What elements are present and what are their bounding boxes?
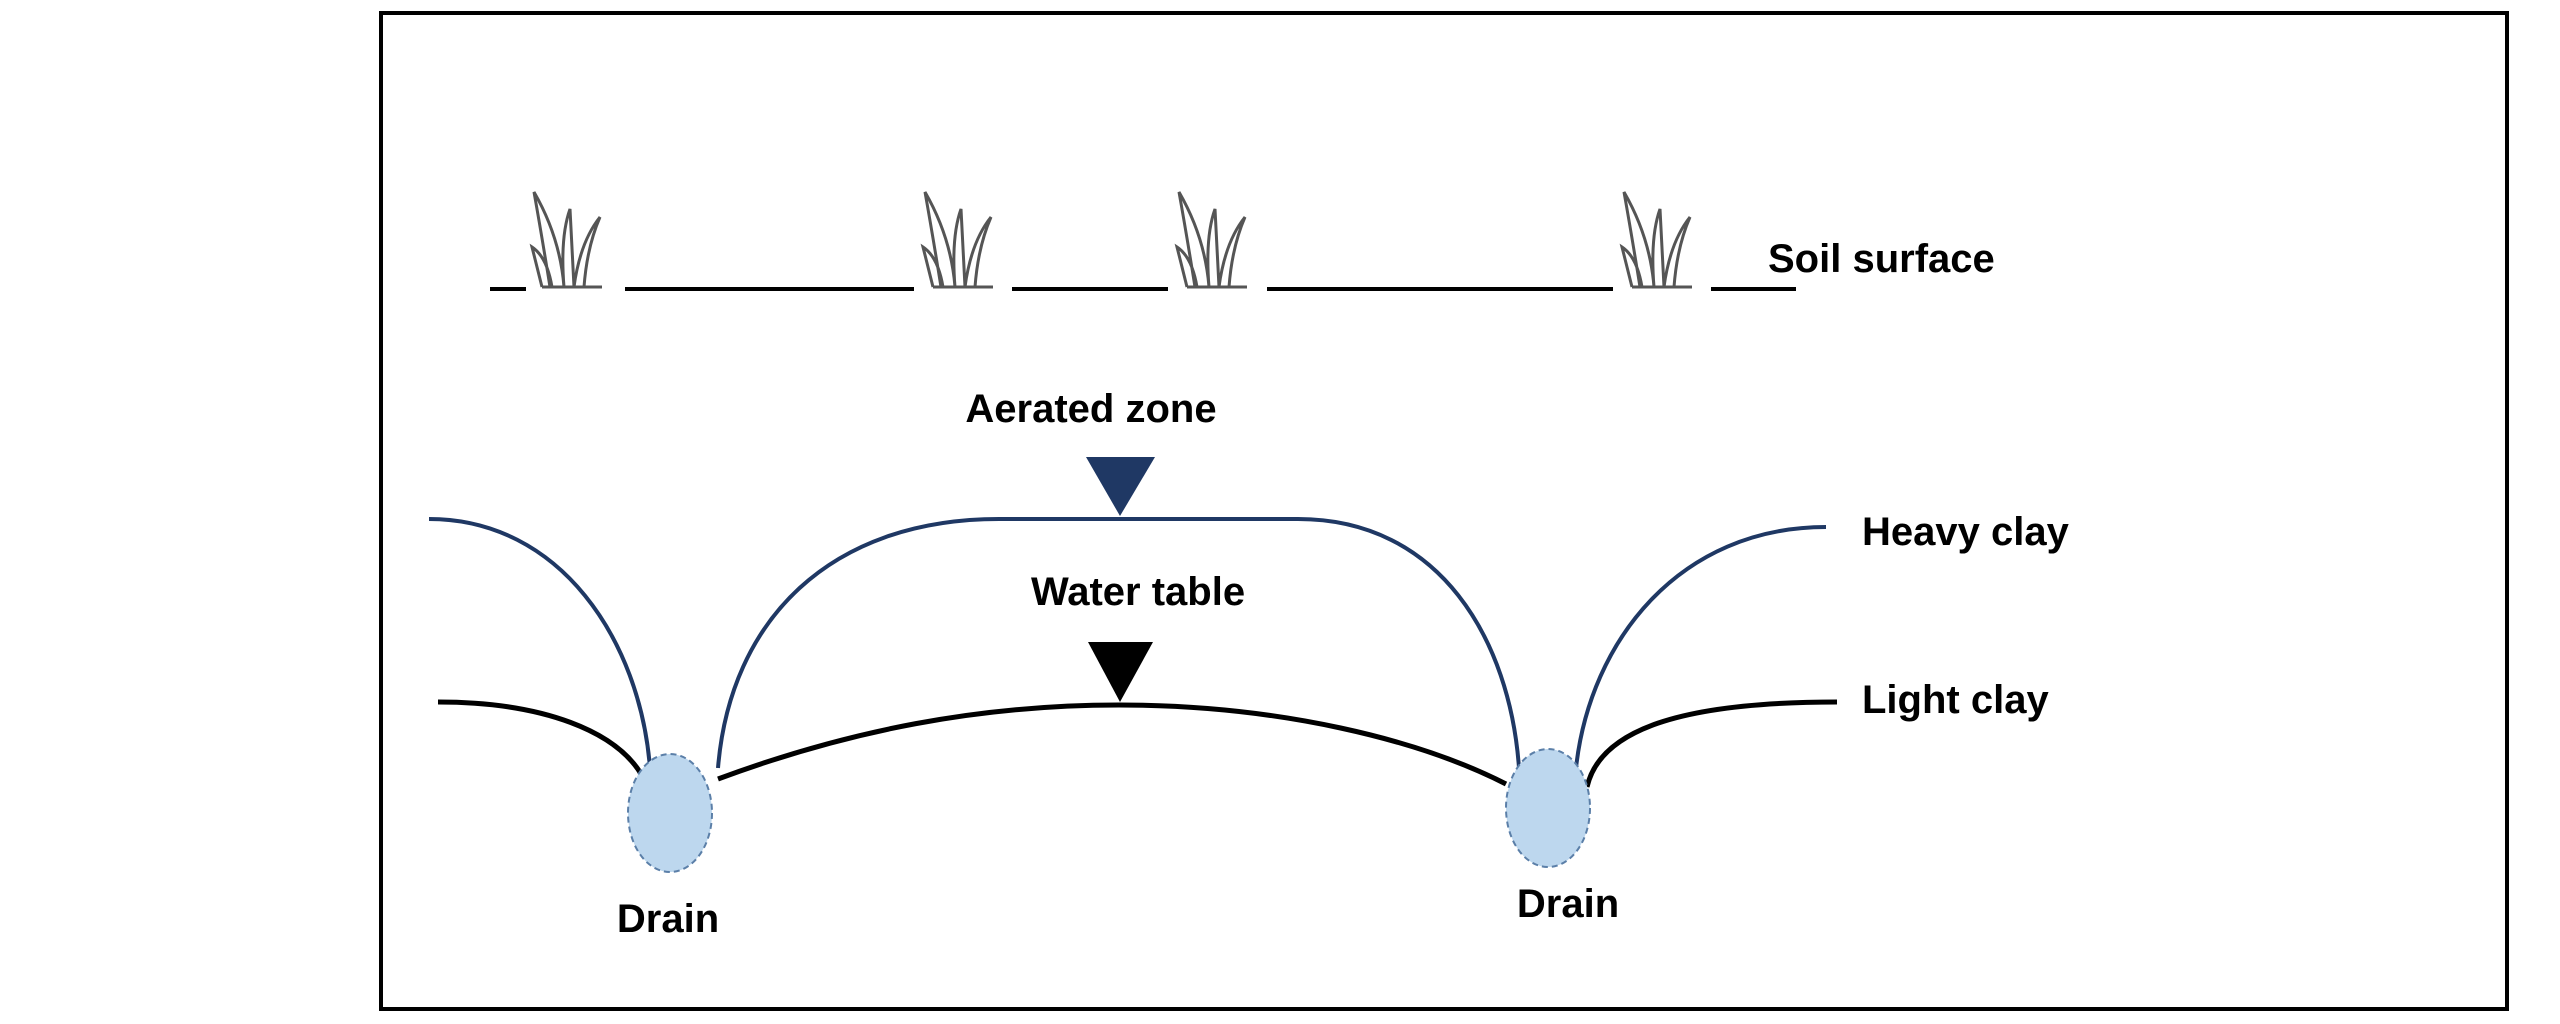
water-table-label: Water table: [1031, 570, 1245, 614]
drain-right: [1505, 748, 1591, 868]
water-table-marker: [1088, 642, 1153, 702]
frame-border: [379, 11, 2509, 1011]
soil-surface-label: Soil surface: [1768, 237, 1995, 281]
heavy-clay-curve: [428, 517, 1827, 769]
light-clay-label: Light clay: [1862, 678, 2049, 722]
grass-tuft-icon: [530, 190, 604, 289]
aerated-zone-marker: [1086, 457, 1155, 516]
grass-tuft-icon: [1175, 190, 1249, 289]
aerated-zone-label: Aerated zone: [965, 387, 1216, 431]
grass-tuft-icon: [1620, 190, 1694, 289]
drain-left: [627, 753, 713, 873]
light-clay-curve: [437, 699, 1838, 788]
drain-left-label: Drain: [617, 897, 719, 941]
heavy-clay-label: Heavy clay: [1862, 510, 2070, 554]
drain-right-label: Drain: [1517, 882, 1619, 926]
grass-tuft-icon: [921, 190, 995, 289]
